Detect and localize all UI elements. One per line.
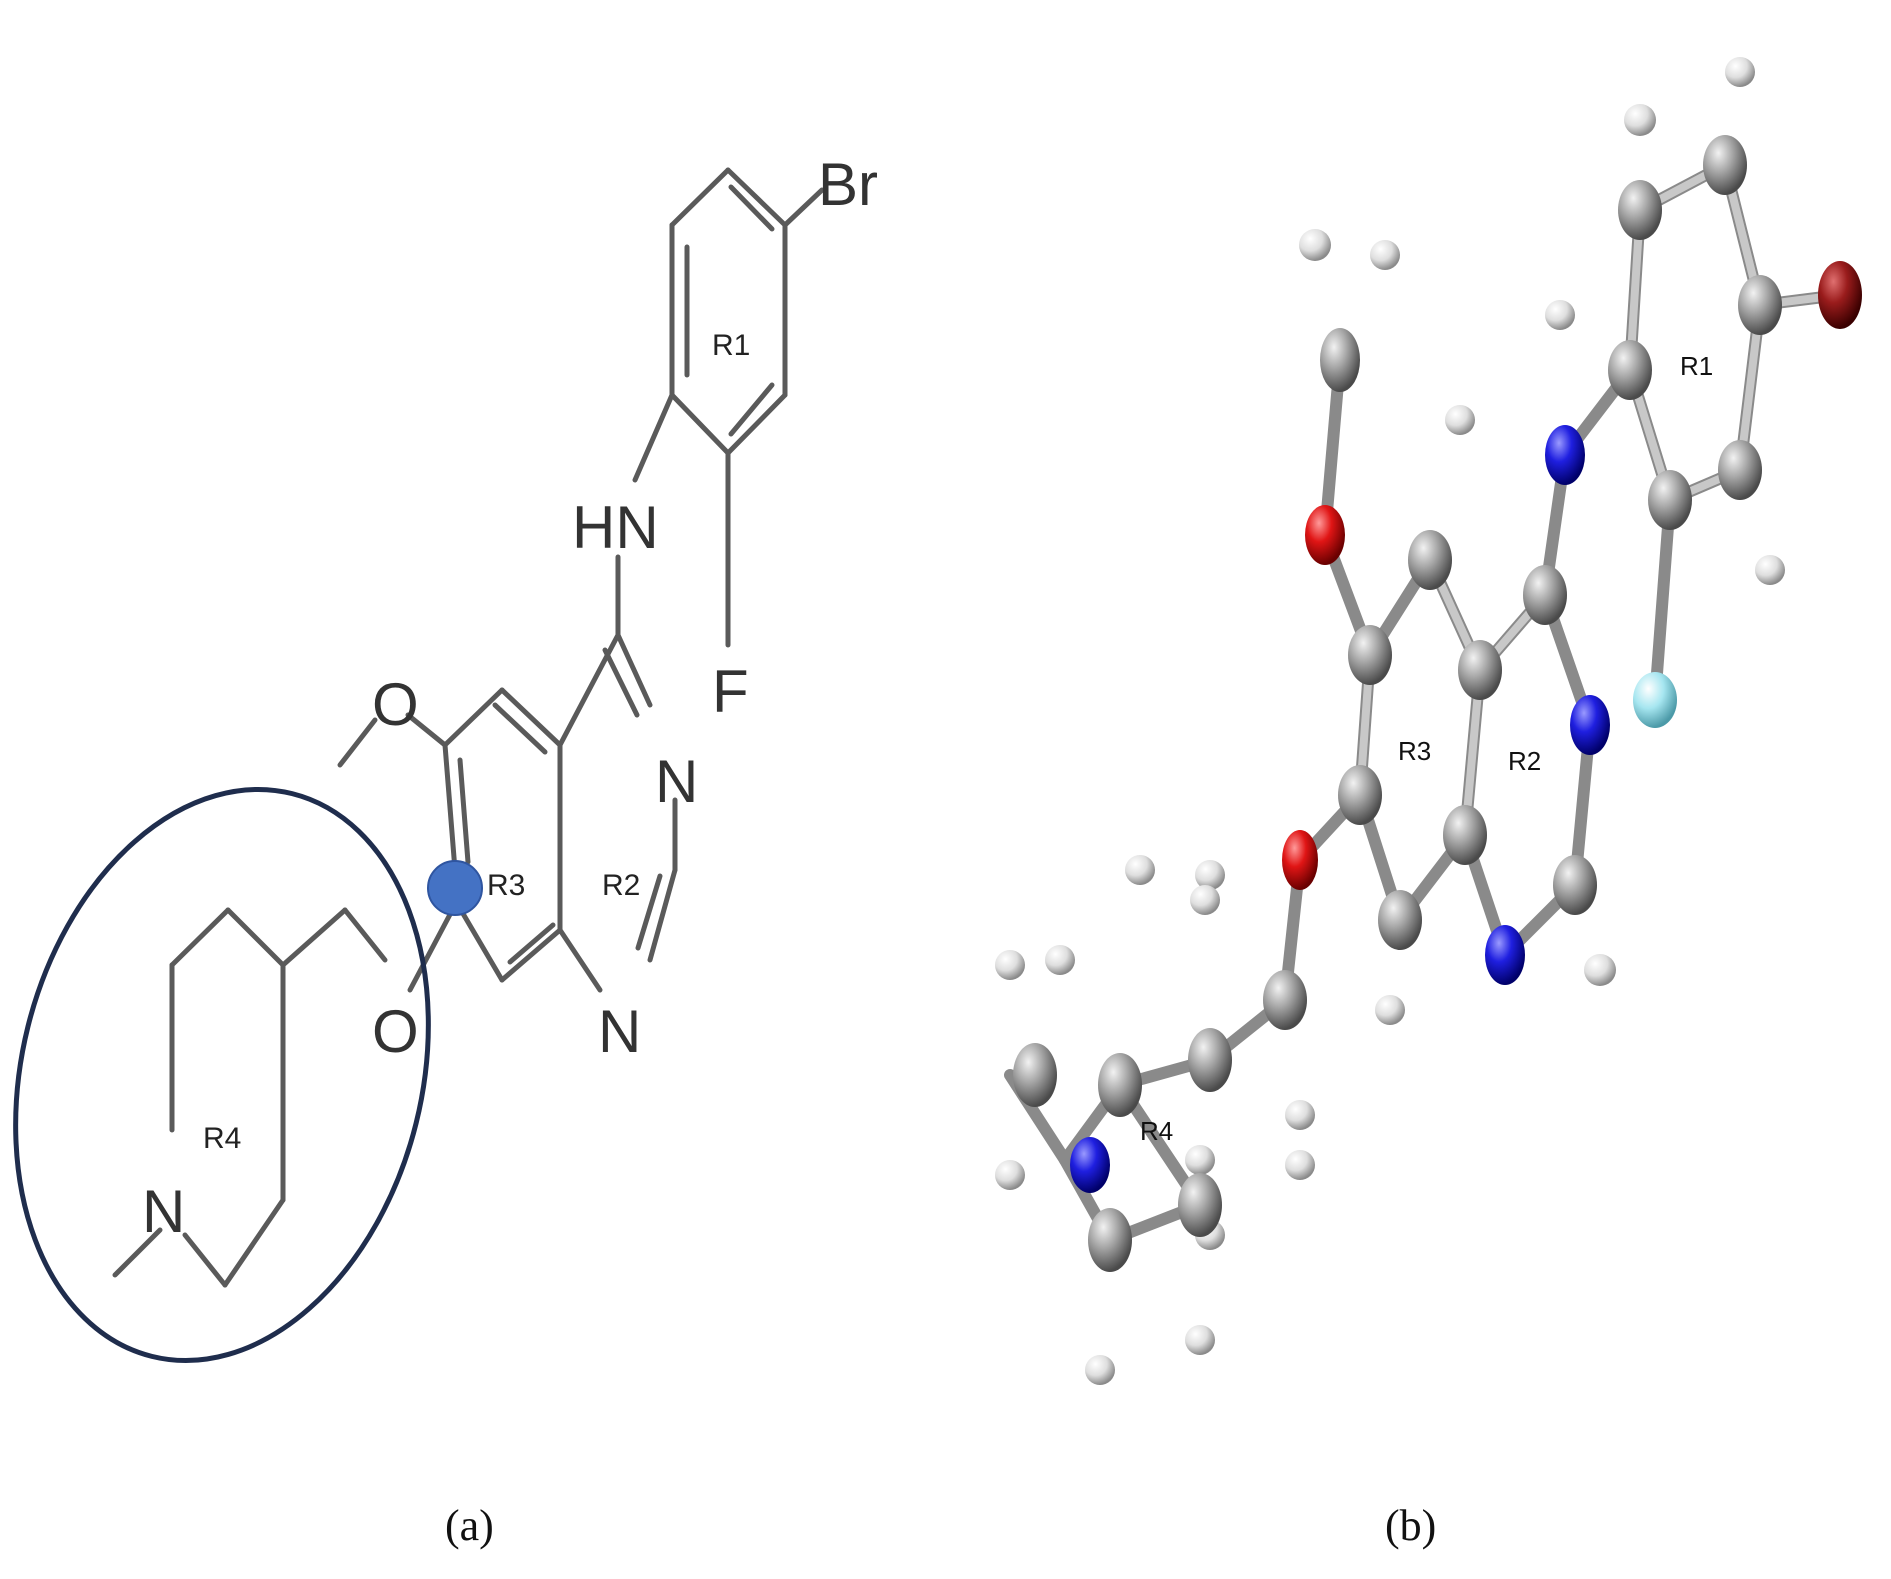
attachment-atom-marker bbox=[427, 860, 483, 916]
caption-a: (a) bbox=[445, 1501, 494, 1550]
atom-f: F bbox=[712, 658, 749, 725]
ring-label-r2: R2 bbox=[602, 869, 640, 902]
nitrogen-atom-nh bbox=[1545, 425, 1585, 485]
ring-label-3d-r1: R1 bbox=[1680, 351, 1713, 381]
oxygen-atom-methoxy bbox=[1305, 505, 1345, 565]
atom-n-upper: N bbox=[655, 748, 698, 815]
ring-label-r1: R1 bbox=[712, 329, 750, 362]
atom-hn: HN bbox=[572, 494, 659, 561]
ring-label-r4: R4 bbox=[203, 1122, 241, 1155]
r4-highlight-ellipse bbox=[13, 786, 431, 1364]
ring-label-3d-r3: R3 bbox=[1398, 736, 1431, 766]
panel-a-structure: Br HN F N N O O N R1 R2 R3 R4 (a) bbox=[13, 151, 878, 1550]
atom-br: Br bbox=[818, 151, 878, 218]
oxygen-atom-ether bbox=[1282, 830, 1318, 890]
ring-label-r3: R3 bbox=[487, 869, 525, 902]
panel-b-3d-model: R1 R2 R3 R4 (b) bbox=[995, 57, 1862, 1550]
nitrogen-atom-ring-upper bbox=[1570, 695, 1610, 755]
bromine-atom bbox=[1818, 261, 1862, 329]
carbon-atoms bbox=[1013, 135, 1782, 1272]
caption-b: (b) bbox=[1385, 1501, 1436, 1550]
hydrogen-atoms bbox=[995, 57, 1785, 1385]
ring-label-3d-r2: R2 bbox=[1508, 746, 1541, 776]
atom-o-ether: O bbox=[372, 998, 419, 1065]
ring-label-3d-r4: R4 bbox=[1140, 1116, 1173, 1146]
nitrogen-atom-piperidine bbox=[1070, 1137, 1110, 1193]
heteroatoms bbox=[1070, 261, 1862, 1193]
atom-o-methoxy: O bbox=[372, 671, 419, 738]
fluorine-atom bbox=[1633, 672, 1677, 728]
ring-r2-r3-bonds bbox=[442, 632, 678, 993]
nitrogen-atom-ring-lower bbox=[1485, 925, 1525, 985]
atom-n-piperidine: N bbox=[142, 1178, 185, 1245]
ring-r1-bonds bbox=[669, 167, 788, 456]
atom-n-lower: N bbox=[598, 998, 641, 1065]
ring-r4-bonds bbox=[112, 907, 286, 1288]
